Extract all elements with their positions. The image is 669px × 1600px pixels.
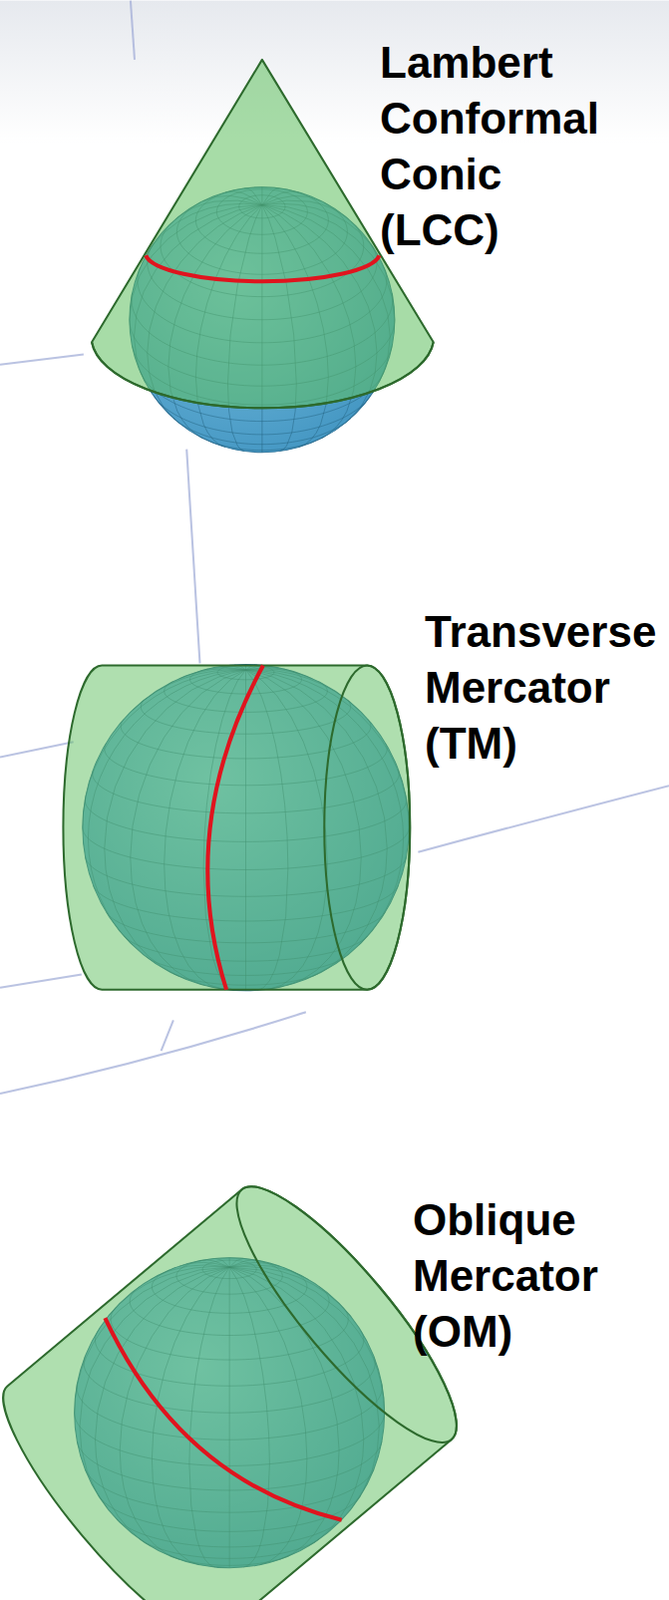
cone-rim	[91, 341, 434, 408]
background-lines	[0, 0, 669, 1095]
background-line	[186, 449, 200, 665]
background-line	[0, 354, 84, 365]
projection-label: Lambert Conformal Conic (LCC)	[379, 34, 600, 259]
projection-label: Oblique Mercator (OM)	[412, 1192, 599, 1360]
tm-figure	[62, 664, 410, 991]
background-line	[130, 0, 135, 60]
cylinder	[0, 1162, 485, 1600]
background-line	[0, 1011, 307, 1094]
background-line	[417, 785, 669, 852]
central-meridian	[207, 665, 264, 990]
standard-parallel	[145, 255, 379, 282]
om-figure	[0, 1162, 485, 1600]
cylinder	[62, 665, 410, 990]
projection-label: Transverse Mercator (TM)	[424, 604, 657, 772]
oblique-line	[104, 1318, 341, 1521]
oblique-cylinder	[0, 1162, 485, 1600]
background-line	[161, 1019, 174, 1051]
background-line	[0, 974, 82, 988]
background-line	[0, 741, 74, 757]
cylinder-end	[324, 665, 410, 990]
